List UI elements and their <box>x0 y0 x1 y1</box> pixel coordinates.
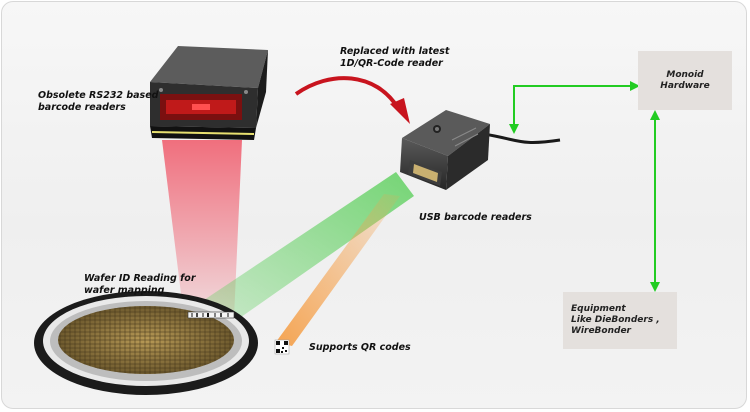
equipment-line-3: WireBonder <box>571 326 631 336</box>
label-wafer-line-2: wafer mapping <box>84 285 165 296</box>
connector-monoid-reader <box>513 85 636 128</box>
label-replaced: Replaced with latest 1D/QR-Code reader <box>340 46 449 70</box>
label-qr-support: Supports QR codes <box>309 342 411 353</box>
wafer-carrier <box>34 291 258 395</box>
red-scan-beam <box>162 140 242 318</box>
equipment-box: Equipment Like DieBonders , WireBonder <box>563 292 677 349</box>
label-usb-readers: USB barcode readers <box>419 212 532 223</box>
label-wafer-line-1: Wafer ID Reading for <box>84 273 196 284</box>
green-scan-beam <box>186 172 414 322</box>
equipment-line-1: Equipment <box>571 304 626 314</box>
wafer-id-mark <box>187 311 235 319</box>
label-obsolete-line-2: barcode readers <box>38 102 126 113</box>
connector-arrowhead-monoid <box>630 81 640 91</box>
monoid-line-2: Hardware <box>660 80 710 91</box>
rs232-reader-device <box>150 46 268 140</box>
label-wafer-id: Wafer ID Reading for wafer mapping <box>84 273 196 297</box>
connector-arrowhead-down <box>650 282 660 292</box>
monoid-line-1: Monoid <box>666 69 704 80</box>
connector-arrowhead-up <box>650 110 660 120</box>
monoid-hardware-box: Monoid Hardware <box>638 51 732 110</box>
equipment-line-2: Like DieBonders , <box>571 315 660 325</box>
label-obsolete-line-1: Obsolete RS232 based <box>38 90 159 101</box>
connector-arrowhead-reader <box>509 124 519 134</box>
label-replaced-line-1: Replaced with latest <box>340 46 450 57</box>
qr-code-icon <box>274 339 290 355</box>
label-obsolete-readers: Obsolete RS232 based barcode readers <box>38 90 158 114</box>
usb-reader-device <box>400 110 561 190</box>
replacement-arrow <box>294 76 410 124</box>
label-replaced-line-2: 1D/QR-Code reader <box>340 58 443 69</box>
orange-scan-beam <box>276 194 400 346</box>
